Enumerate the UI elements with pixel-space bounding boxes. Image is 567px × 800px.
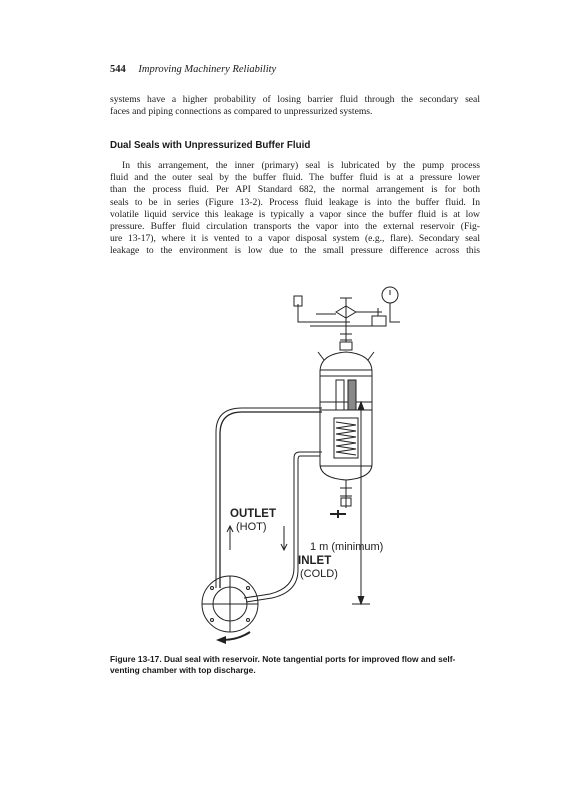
- text-line: than the process fluid. Per API Standard…: [110, 184, 480, 196]
- cooling-coil: [333, 417, 359, 459]
- text-line: leakage to the environment is low due to…: [110, 245, 480, 257]
- running-title: Improving Machinery Reliability: [138, 64, 277, 75]
- outlet-sublabel: (HOT): [236, 521, 267, 533]
- inlet-label: INLET: [298, 555, 331, 567]
- caption-line: Figure 13-17. Dual seal with reservoir. …: [110, 654, 456, 664]
- text-line: pressure. Buffer fluid circulation trans…: [110, 221, 480, 233]
- outlet-pipe: [219, 411, 322, 588]
- inlet-sublabel: (COLD): [300, 568, 338, 580]
- text-line: faces and piping connections as compared…: [110, 106, 373, 118]
- paragraph-body: In this arrangement, the inner (primary)…: [110, 160, 480, 258]
- text-line: ure 13-17), where it is vented to a vapo…: [110, 233, 480, 245]
- inlet-pipe: [243, 451, 322, 599]
- text-line: fluid and the outer seal by the buffer f…: [110, 172, 480, 184]
- page-number: 544: [110, 64, 126, 75]
- seal-gland: [201, 575, 259, 633]
- text-line: seals to be in series (Figure 13-2). Pro…: [110, 196, 480, 208]
- section-heading: Dual Seals with Unpressurized Buffer Flu…: [110, 140, 311, 151]
- text-line: systems have a higher probability of los…: [110, 94, 480, 105]
- caption-line: venting chamber with top discharge.: [110, 664, 256, 675]
- level-gauge-icon: [335, 379, 357, 411]
- pressure-gauge-icon: [381, 286, 399, 312]
- dimension-line: [352, 400, 370, 606]
- text-line: volatile liquid service this leakage is …: [110, 208, 480, 220]
- valve-icon: [335, 297, 357, 319]
- reservoir-vessel: [317, 351, 375, 481]
- running-header: 544 Improving Machinery Reliability: [110, 64, 276, 75]
- rotation-arrow: [221, 631, 251, 641]
- outlet-label: OUTLET: [230, 508, 276, 520]
- reservoir-diagram: OUTLET (HOT) 1 m (minimum) INLET (COLD): [201, 286, 400, 644]
- dimension-label: 1 m (minimum): [310, 541, 383, 553]
- text-line: In this arrangement, the inner (primary)…: [122, 160, 480, 171]
- paragraph-continued: systems have a higher probability of los…: [110, 94, 480, 118]
- figure-caption: Figure 13-17. Dual seal with reservoir. …: [110, 654, 480, 675]
